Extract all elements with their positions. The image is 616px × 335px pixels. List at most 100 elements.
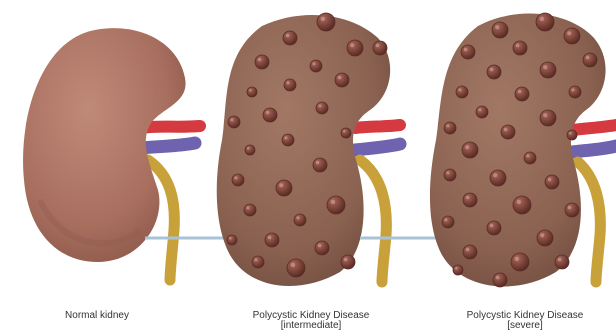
cyst <box>227 235 237 245</box>
cyst-highlight <box>490 68 494 72</box>
cyst <box>569 86 581 98</box>
cyst <box>492 22 508 38</box>
cyst <box>487 221 501 235</box>
renal-vein <box>572 146 616 152</box>
cyst <box>501 125 515 139</box>
pkd-severe-kidney-illustration <box>430 13 616 287</box>
cyst-highlight <box>548 178 552 182</box>
cyst-highlight <box>266 111 270 115</box>
cyst-highlight <box>540 233 544 237</box>
cyst-highlight <box>331 200 336 205</box>
cyst-highlight <box>504 128 508 132</box>
cyst-highlight <box>343 130 346 133</box>
cyst <box>263 108 277 122</box>
cyst-highlight <box>258 58 262 62</box>
cyst <box>265 233 279 247</box>
renal-artery <box>572 125 616 130</box>
cyst <box>567 130 577 140</box>
cyst <box>341 128 351 138</box>
cyst <box>513 41 527 55</box>
cyst-highlight <box>376 44 380 48</box>
cyst-highlight <box>286 81 289 84</box>
cyst-highlight <box>316 161 320 165</box>
cyst <box>444 122 456 134</box>
caption-pkd-intermediate: Polycystic Kidney Disease [intermediate] <box>226 311 396 331</box>
cyst-highlight <box>465 145 469 149</box>
cyst <box>456 86 468 98</box>
renal-artery <box>355 125 400 128</box>
cyst-highlight <box>350 43 354 47</box>
cyst <box>476 106 488 118</box>
cyst <box>283 31 297 45</box>
cyst <box>524 152 536 164</box>
cyst <box>583 53 597 67</box>
renal-vein <box>140 143 195 148</box>
cyst <box>444 169 456 181</box>
cyst <box>232 174 244 186</box>
cyst <box>463 193 477 207</box>
cyst <box>294 214 306 226</box>
cyst <box>515 87 529 101</box>
cyst-highlight <box>229 237 232 240</box>
cyst <box>284 79 296 91</box>
cyst-highlight <box>286 34 290 38</box>
cyst-highlight <box>569 132 572 135</box>
cyst-highlight <box>516 44 520 48</box>
caption-normal-kidney: Normal kidney <box>22 311 172 321</box>
cyst <box>462 142 478 158</box>
cyst <box>310 60 322 72</box>
caption-stage: [intermediate] <box>226 321 396 331</box>
cyst <box>511 253 529 271</box>
cyst-highlight <box>586 56 590 60</box>
cyst-highlight <box>478 108 481 111</box>
cyst-highlight <box>517 200 522 205</box>
cyst <box>313 158 327 172</box>
cyst <box>536 13 554 31</box>
caption-pkd-severe: Polycystic Kidney Disease [severe] <box>440 311 610 331</box>
cyst <box>341 255 355 269</box>
cyst-highlight <box>455 267 458 270</box>
cyst-highlight <box>321 17 326 22</box>
cyst-highlight <box>296 216 299 219</box>
cyst <box>453 265 463 275</box>
cyst-highlight <box>446 171 449 174</box>
cyst <box>228 116 240 128</box>
cyst-highlight <box>495 25 499 29</box>
cyst-highlight <box>246 206 249 209</box>
cyst <box>315 241 329 255</box>
cyst <box>537 230 553 246</box>
cyst-highlight <box>567 31 571 35</box>
cyst <box>244 204 256 216</box>
cyst-highlight <box>518 90 522 94</box>
cyst <box>540 110 556 126</box>
cyst-highlight <box>230 118 233 121</box>
cyst <box>442 216 454 228</box>
cyst-highlight <box>247 147 250 150</box>
caption-title: Normal kidney <box>22 311 172 321</box>
cyst <box>540 62 556 78</box>
caption-stage: [severe] <box>440 321 610 331</box>
cyst-highlight <box>466 196 470 200</box>
cyst-highlight <box>496 276 500 280</box>
cyst-highlight <box>284 136 287 139</box>
cyst-highlight <box>344 258 348 262</box>
cyst-highlight <box>268 236 272 240</box>
cyst-highlight <box>254 258 257 261</box>
cyst-highlight <box>543 113 547 117</box>
cyst-highlight <box>279 183 283 187</box>
cyst-highlight <box>444 218 447 221</box>
cyst <box>463 245 477 259</box>
cyst <box>347 40 363 56</box>
cyst <box>287 259 305 277</box>
renal-vein <box>355 144 400 150</box>
cyst <box>252 256 264 268</box>
cyst-highlight <box>558 258 562 262</box>
cyst-highlight <box>291 263 296 268</box>
cyst-highlight <box>515 257 520 262</box>
cyst <box>487 65 501 79</box>
cyst <box>316 102 328 114</box>
cyst-highlight <box>458 88 461 91</box>
cyst <box>555 255 569 269</box>
cyst <box>335 73 349 87</box>
